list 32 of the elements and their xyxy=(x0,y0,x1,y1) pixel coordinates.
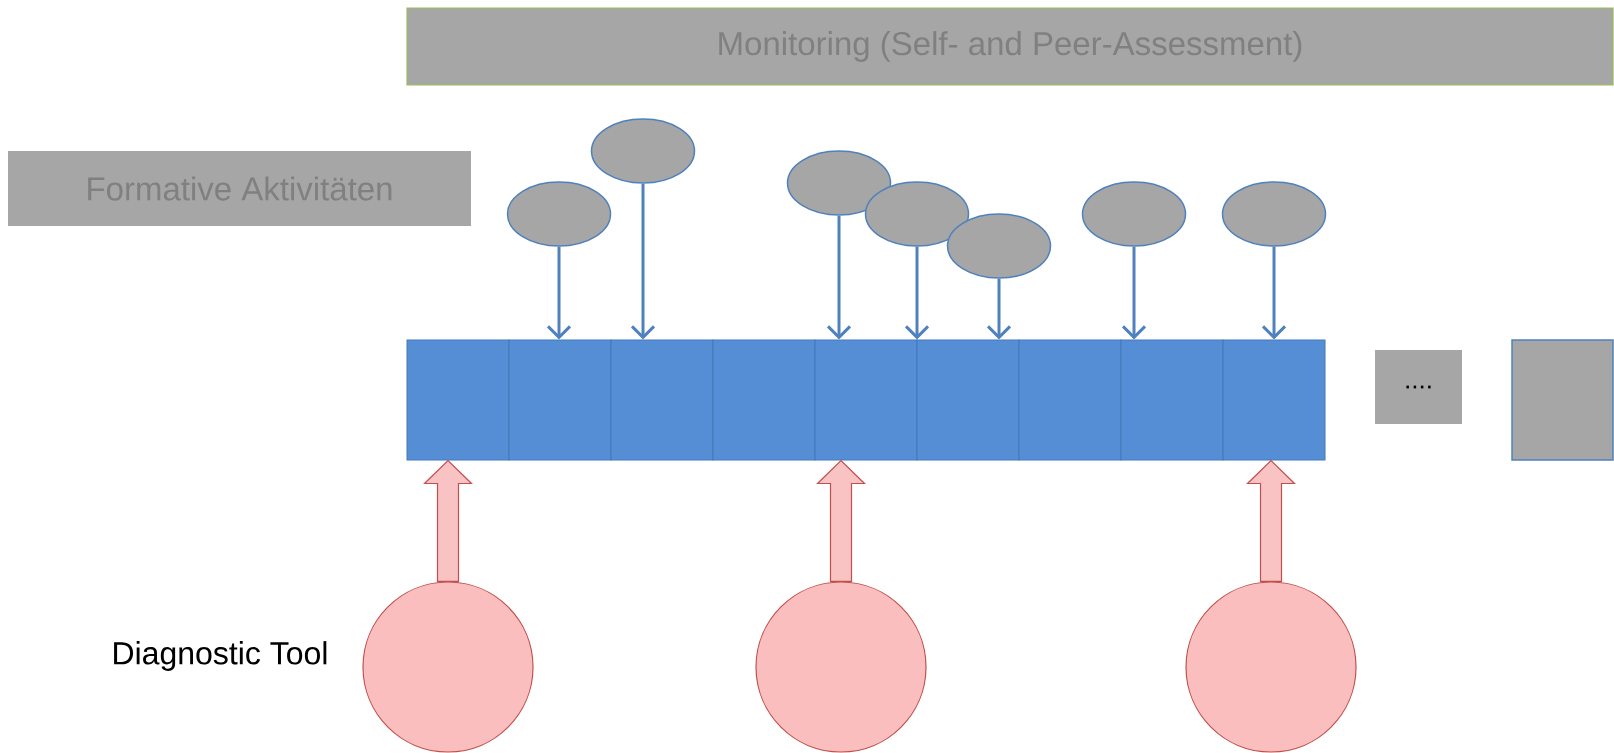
block-arrow xyxy=(816,459,866,582)
ellipsis-box: .... xyxy=(1375,350,1462,424)
timeline-cell xyxy=(814,339,918,461)
timeline-cell xyxy=(610,339,714,461)
timeline-cell xyxy=(1222,339,1326,461)
arrow xyxy=(904,246,930,340)
arrow xyxy=(546,246,572,340)
arrow xyxy=(826,215,852,340)
diagnostic-label: Diagnostic Tool xyxy=(114,641,327,671)
timeline-cell xyxy=(508,339,612,461)
block-arrow xyxy=(423,459,473,582)
circle xyxy=(1185,581,1357,753)
arrow xyxy=(1121,246,1147,340)
timeline-cell xyxy=(1018,339,1122,461)
square-box xyxy=(1511,339,1614,461)
timeline-cell xyxy=(916,339,1020,461)
ellipse xyxy=(864,181,970,247)
circle xyxy=(362,581,534,753)
arrow xyxy=(1261,246,1287,340)
ellipse xyxy=(946,213,1052,279)
timeline-cell xyxy=(712,339,816,461)
arrow xyxy=(630,183,656,340)
ellipse xyxy=(786,150,892,216)
ellipse xyxy=(506,181,612,247)
block-arrow xyxy=(1246,459,1296,582)
ellipse xyxy=(590,118,696,184)
circle xyxy=(755,581,927,753)
ellipse xyxy=(1221,181,1327,247)
arrow xyxy=(986,278,1012,340)
timeline-cell xyxy=(406,339,510,461)
timeline-cell xyxy=(1120,339,1224,461)
ellipse xyxy=(1081,181,1187,247)
